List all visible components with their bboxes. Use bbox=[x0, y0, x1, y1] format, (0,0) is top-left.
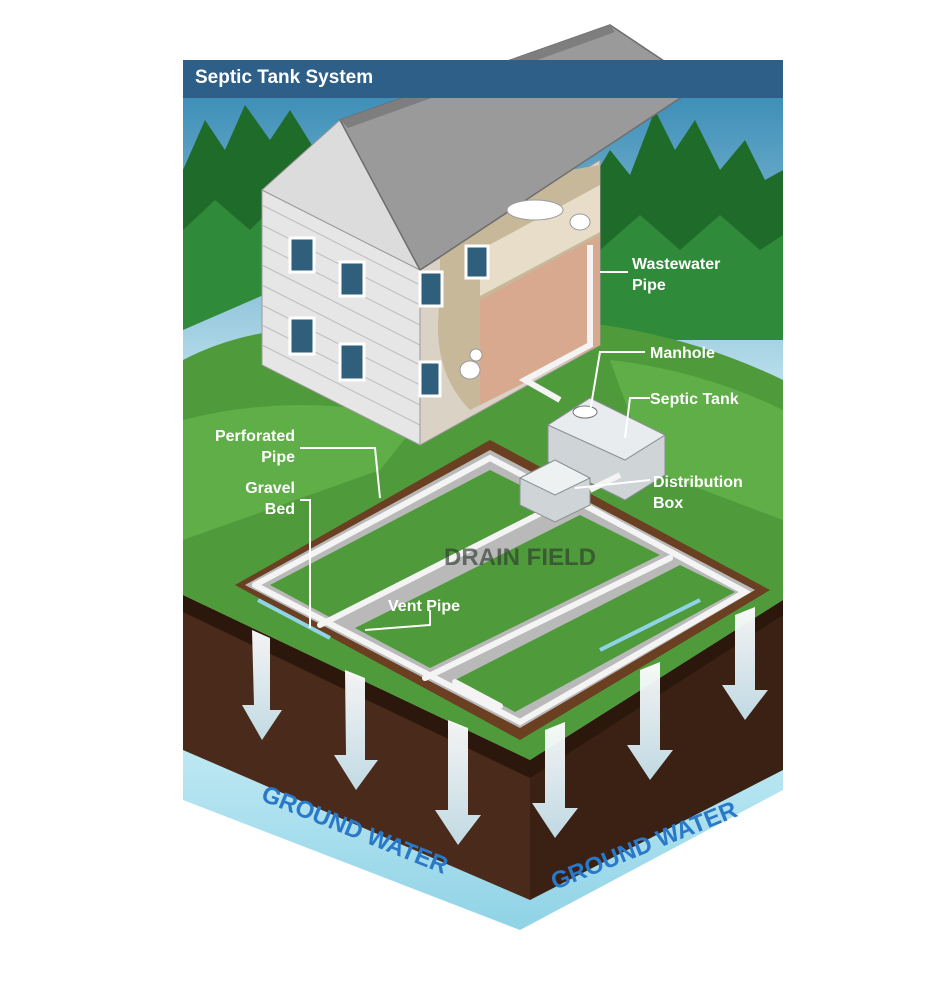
vent-pipe-label: Vent Pipe bbox=[388, 598, 460, 615]
svg-text:Box: Box bbox=[653, 495, 683, 512]
svg-text:Wastewater: Wastewater bbox=[632, 256, 720, 273]
svg-text:Perforated: Perforated bbox=[215, 428, 295, 445]
svg-text:Bed: Bed bbox=[265, 501, 295, 518]
distribution-box bbox=[518, 459, 592, 523]
seepage-arrows bbox=[242, 607, 768, 845]
svg-text:Distribution: Distribution bbox=[653, 474, 743, 491]
manhole-label: Manhole bbox=[650, 345, 715, 362]
drain-field-label: DRAIN FIELD bbox=[444, 544, 596, 571]
wastewater-pipe-label: Wastewater Pipe bbox=[632, 256, 720, 294]
title-bar: Septic Tank System bbox=[183, 60, 783, 98]
gravel-bed-label: Gravel Bed bbox=[245, 480, 295, 518]
septic-tank-label: Septic Tank bbox=[650, 391, 739, 408]
perforated-pipe-label: Perforated Pipe bbox=[215, 428, 295, 466]
svg-text:Gravel: Gravel bbox=[245, 480, 295, 497]
page-title: Septic Tank System bbox=[195, 67, 374, 88]
svg-text:Pipe: Pipe bbox=[632, 277, 666, 294]
leader-lines bbox=[300, 271, 651, 631]
distribution-box-label: Distribution Box bbox=[653, 474, 743, 512]
drain-strip-3 bbox=[455, 565, 735, 712]
drain-strip-1 bbox=[270, 470, 560, 620]
wastewater-pipe bbox=[518, 245, 593, 403]
drain-strip-2 bbox=[355, 515, 660, 668]
svg-text:Pipe: Pipe bbox=[261, 449, 295, 466]
manhole bbox=[572, 405, 598, 419]
